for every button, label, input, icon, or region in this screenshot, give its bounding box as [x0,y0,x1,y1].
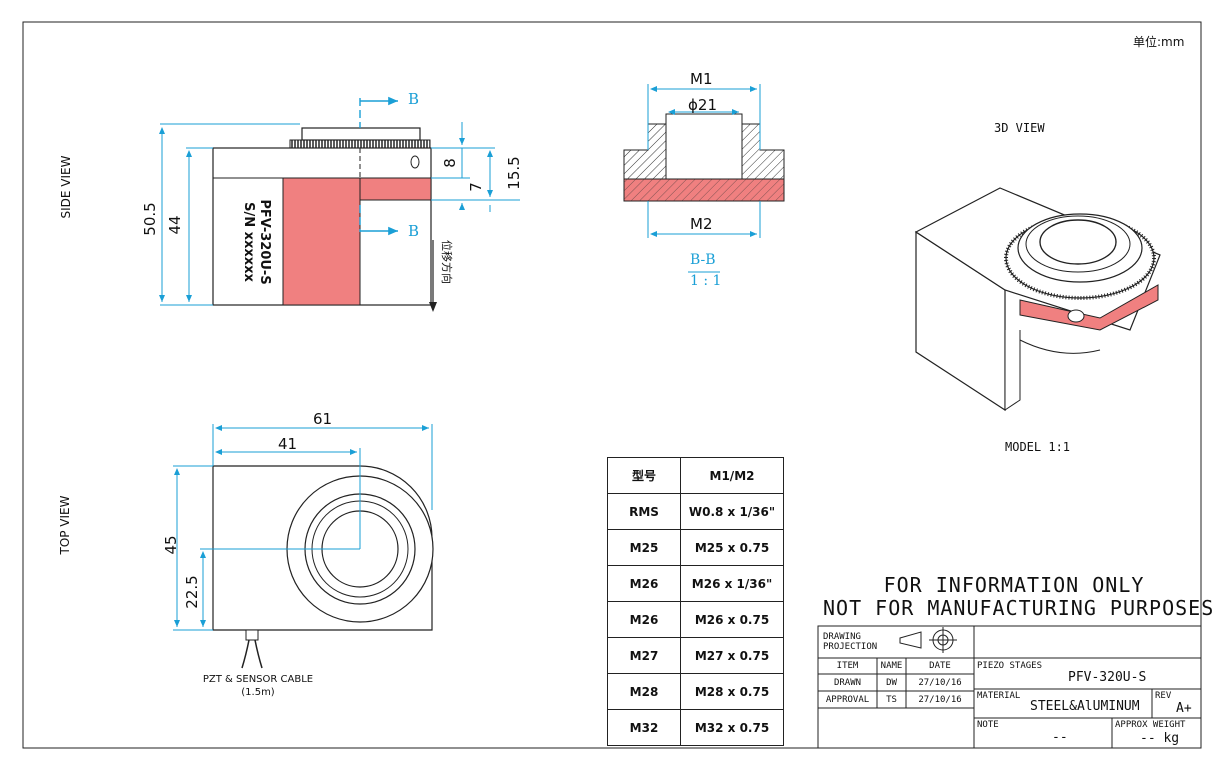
side-knurl [289,139,431,149]
part-number: PFV-320U-S [1068,670,1147,685]
table-cell: M32 [607,709,681,746]
table-header-cell: M1/M2 [680,457,784,494]
dim-m2: M2 [690,215,713,233]
section-name: B-B [690,252,716,268]
side-top-ring [301,127,421,141]
units-label: 单位:mm [1133,35,1185,49]
3d-piezo-band [1019,284,1159,331]
dim-8: 8 [441,158,459,168]
col-item: ITEM [836,661,859,671]
table-header-cell: 型号 [607,457,681,494]
3d-view-drawing [914,187,1161,412]
dim-50-5: 50.5 [141,202,159,236]
side-view-label: SIDE VIEW [59,155,73,219]
row-drawn-item: DRAWN [833,678,862,688]
side-piezo-vertical [282,177,361,306]
section-marker-top: B [408,90,420,108]
col-date: DATE [929,661,951,671]
model-scale-label: MODEL 1:1 [1005,440,1071,454]
dim-45: 45 [162,535,180,555]
row-drawn-name: DW [886,678,897,688]
table-cell: M25 x 0.75 [680,529,784,566]
sheet-border [22,21,1202,749]
table-cell: M28 x 0.75 [680,673,784,710]
side-label-serial: S/N xxxxxx [241,202,256,282]
section-marker-bottom: B [408,222,420,240]
row-approval-name: TS [886,695,897,705]
dim-41: 41 [278,435,298,453]
dim-15-5: 15.5 [505,156,523,190]
dim-7: 7 [467,182,485,192]
dim-61: 61 [313,410,333,428]
table-header-row: 型号 M1/M2 [607,457,784,494]
note-label: NOTE [977,720,999,730]
row-approval-date: 27/10/16 [918,695,962,705]
table-cell: M28 [607,673,681,710]
top-view-label: TOP VIEW [58,495,72,555]
table-cell: M27 [607,637,681,674]
table-cell: M25 [607,529,681,566]
section-left-wall [623,123,667,180]
col-name: NAME [880,661,903,671]
row-approval-item: APPROVAL [825,695,870,705]
table-cell: W0.8 x 1/36" [680,493,784,530]
side-piezo-horizontal [359,177,432,201]
cable-label-line1: PZT & SENSOR CABLE [202,674,314,685]
side-product-label: PFV-320U-S S/N xxxxxx [240,182,272,302]
motion-direction-label: 位移方向 [440,240,453,284]
3d-aperture [1039,219,1117,265]
top-view-drawing [173,424,434,669]
title-block-frame [817,625,1202,749]
cable-label-line2: (1.5m) [241,687,275,698]
dim-22-5: 22.5 [183,575,201,609]
notice-line2: NOT FOR MANUFACTURING PURPOSES [823,596,1215,620]
table-cell: M32 x 0.75 [680,709,784,746]
material-label: MATERIAL [977,691,1021,701]
cable-label: PZT & SENSOR CABLE (1.5m) [190,673,326,699]
section-scale: 1 : 1 [690,273,722,289]
dim-m1: M1 [690,70,713,88]
material-value: STEEL&AlUMINUM [1030,699,1140,714]
dim-phi21: ϕ21 [688,96,717,114]
table-cell: M26 x 1/36" [680,565,784,602]
side-label-model: PFV-320U-S [257,199,272,285]
note-value: -- [1052,730,1068,745]
weight-label: APPROX WEIGHT [1115,720,1186,730]
table-cell: M26 [607,601,681,638]
section-right-wall [741,123,785,180]
piezo-stages-label: PIEZO STAGES [977,661,1043,671]
section-bb-drawing [623,84,785,273]
row-drawn-date: 27/10/16 [918,678,962,688]
top-cable [241,639,263,669]
drawing-projection-label: DRAWING PROJECTION [823,632,878,652]
rev-value: A+ [1176,701,1192,716]
rev-label: REV [1155,691,1172,701]
table-cell: RMS [607,493,681,530]
dim-44: 44 [166,215,184,235]
table-cell: M27 x 0.75 [680,637,784,674]
notice-line1: FOR INFORMATION ONLY [883,573,1145,597]
table-cell: M26 x 0.75 [680,601,784,638]
3d-view-label: 3D VIEW [994,121,1045,135]
side-view-drawing [159,96,520,312]
weight-value: -- kg [1140,731,1180,746]
table-cell: M26 [607,565,681,602]
